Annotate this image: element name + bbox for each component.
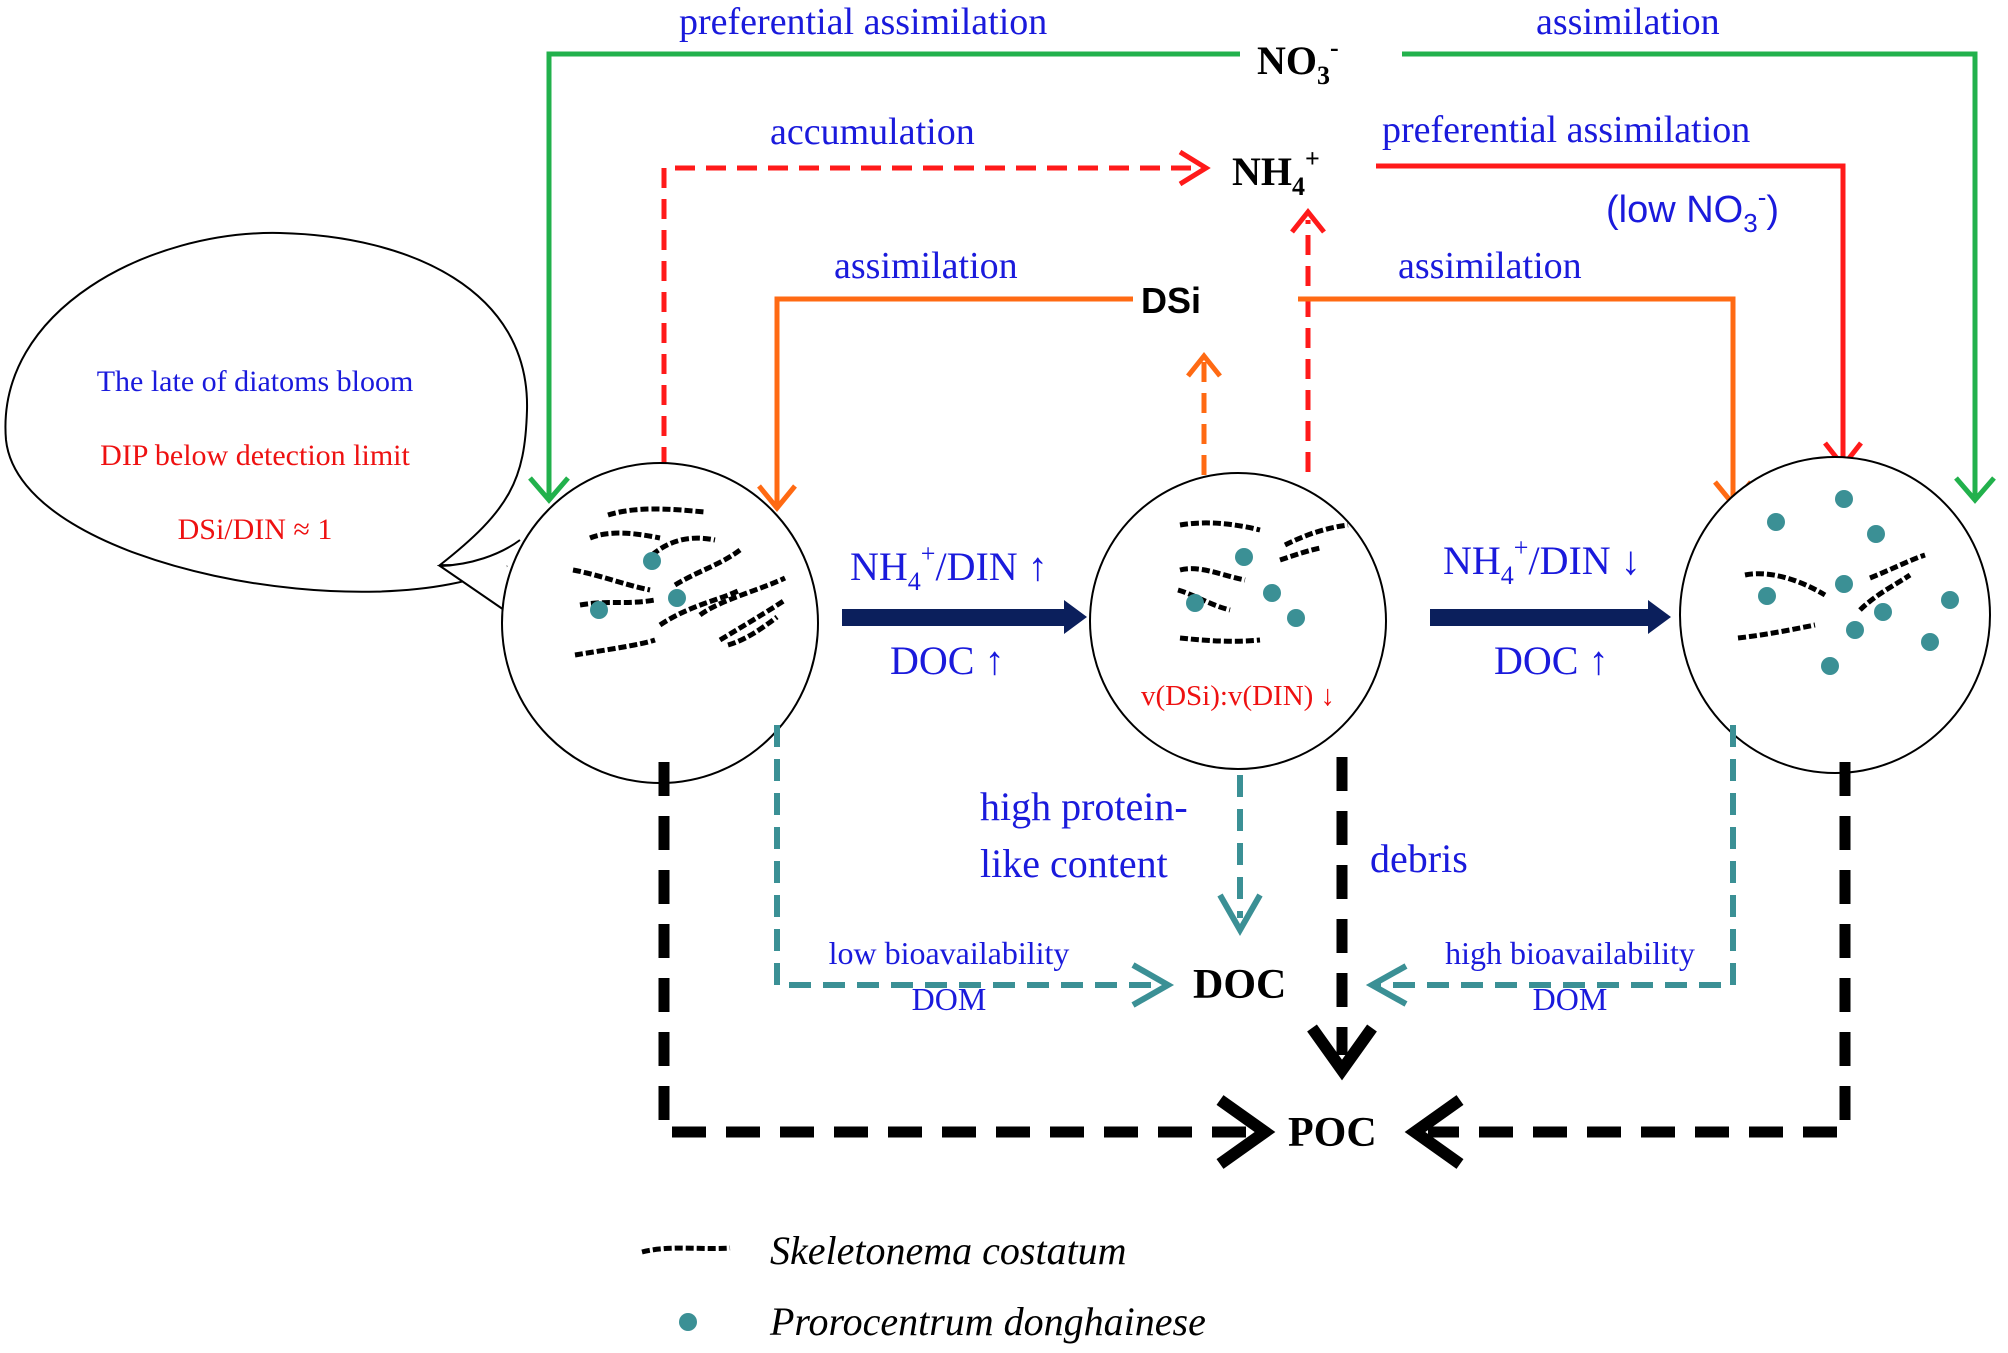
low-no3-label: (low NO3-) [1606, 182, 1779, 238]
protein-label-line-1: high protein- [980, 784, 1188, 829]
middle-ratio-label: v(DSi):v(DIN) ↓ [1141, 680, 1335, 712]
high-bioavailability-path [1365, 725, 1736, 1007]
protein-like-path [1217, 775, 1263, 937]
callout-line-1: The late of diatoms bloom [97, 365, 414, 398]
skeletonema-chains-left [572, 506, 787, 658]
nh4-right-label: preferential assimilation [1382, 109, 1750, 151]
high-bio-label-line-2: DOM [1533, 981, 1608, 1017]
poc-debris-path [1307, 757, 1377, 1081]
transition-1-ratio: NH4+/DIN ↑ [850, 539, 1048, 596]
no3-right-label: assimilation [1536, 1, 1720, 43]
nh4-left-label: accumulation [770, 111, 975, 153]
prorocentrum-cells-right [1758, 490, 1959, 675]
no3-right-path [1402, 51, 1996, 504]
skeletonema-chains-right [1737, 552, 1926, 641]
cell-circle-right [1679, 456, 1991, 774]
skeletonema-chains-middle [1177, 520, 1349, 644]
callout-tail [438, 540, 510, 612]
dsi-left-label: assimilation [834, 245, 1018, 287]
legend-prorocentrum-label: Prorocentrum donghainese [769, 1299, 1206, 1344]
legend-skeletonema-symbol [641, 1245, 731, 1255]
nh4-release-path [1290, 207, 1326, 472]
poc-node: POC [1288, 1110, 1377, 1156]
transition-arrow-2 [1430, 600, 1671, 634]
dsi-release-path [1186, 351, 1222, 475]
transition-2-ratio: NH4+/DIN ↓ [1443, 533, 1641, 590]
callout-line-3: DSi/DIN ≈ 1 [178, 513, 333, 546]
poc-left-path [658, 762, 1276, 1169]
callout-line-2: DIP below detection limit [100, 439, 410, 472]
poc-right-path [1404, 762, 1851, 1169]
dsi-node: DSi [1141, 280, 1201, 321]
nh4-node: NH4+ [1232, 144, 1320, 201]
callout-tail-outline [436, 539, 521, 613]
high-bio-label-line-1: high bioavailability [1445, 935, 1695, 971]
legend-skeletonema-label: Skeletonema costatum [770, 1228, 1127, 1273]
callout-bubble [4, 231, 529, 593]
dsi-right-path [1298, 296, 1753, 508]
transition-arrow-1 [842, 600, 1087, 634]
low-bioavailability-path [774, 725, 1175, 1008]
legend-prorocentrum-symbol [679, 1313, 697, 1331]
prorocentrum-cells-left [590, 552, 686, 619]
nh4-accumulation-path [661, 149, 1211, 467]
dsi-right-label: assimilation [1398, 245, 1582, 287]
no3-node: NO3- [1257, 33, 1339, 90]
no3-left-label: preferential assimilation [679, 1, 1047, 43]
dsi-left-path [757, 296, 1133, 512]
debris-label: debris [1370, 836, 1468, 881]
cell-circle-middle [1089, 472, 1387, 770]
low-bio-label-line-2: DOM [912, 981, 987, 1017]
transition-2-doc: DOC ↑ [1494, 638, 1608, 683]
no3-left-path [528, 51, 1240, 504]
low-bio-label-line-1: low bioavailability [829, 935, 1070, 971]
doc-node: DOC [1193, 962, 1286, 1008]
protein-label-line-2: like content [980, 841, 1168, 886]
prorocentrum-cells-middle [1186, 548, 1305, 627]
transition-1-doc: DOC ↑ [890, 638, 1004, 683]
